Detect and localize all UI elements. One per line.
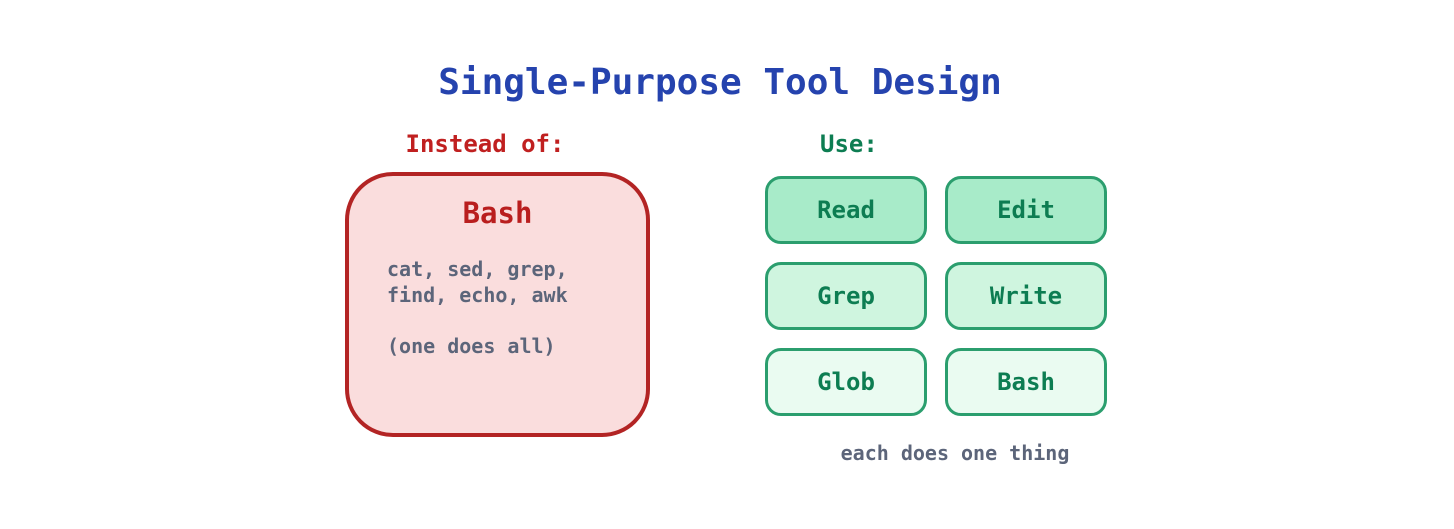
instead-of-label: Instead of:: [405, 130, 565, 158]
each-does-one-thing-caption: each does one thing: [840, 441, 1070, 465]
bash-commands-line-2: find, echo, awk: [387, 283, 568, 307]
tool-box-grep: Grep: [765, 262, 927, 330]
tool-box-glob: Glob: [765, 348, 927, 416]
bash-monolith-box: Bash cat, sed, grep, find, echo, awk (on…: [345, 172, 650, 437]
use-label: Use:: [820, 130, 878, 158]
tool-box-edit: Edit: [945, 176, 1107, 244]
bash-box-title: Bash: [462, 196, 533, 230]
tool-box-bash: Bash: [945, 348, 1107, 416]
tool-box-write: Write: [945, 262, 1107, 330]
bash-commands-line-1: cat, sed, grep,: [387, 257, 568, 281]
tool-grid: Read Edit Grep Write Glob Bash: [765, 176, 1107, 416]
one-does-all-note: (one does all): [387, 334, 556, 358]
page-title: Single-Purpose Tool Design: [438, 62, 1002, 103]
tool-box-read: Read: [765, 176, 927, 244]
